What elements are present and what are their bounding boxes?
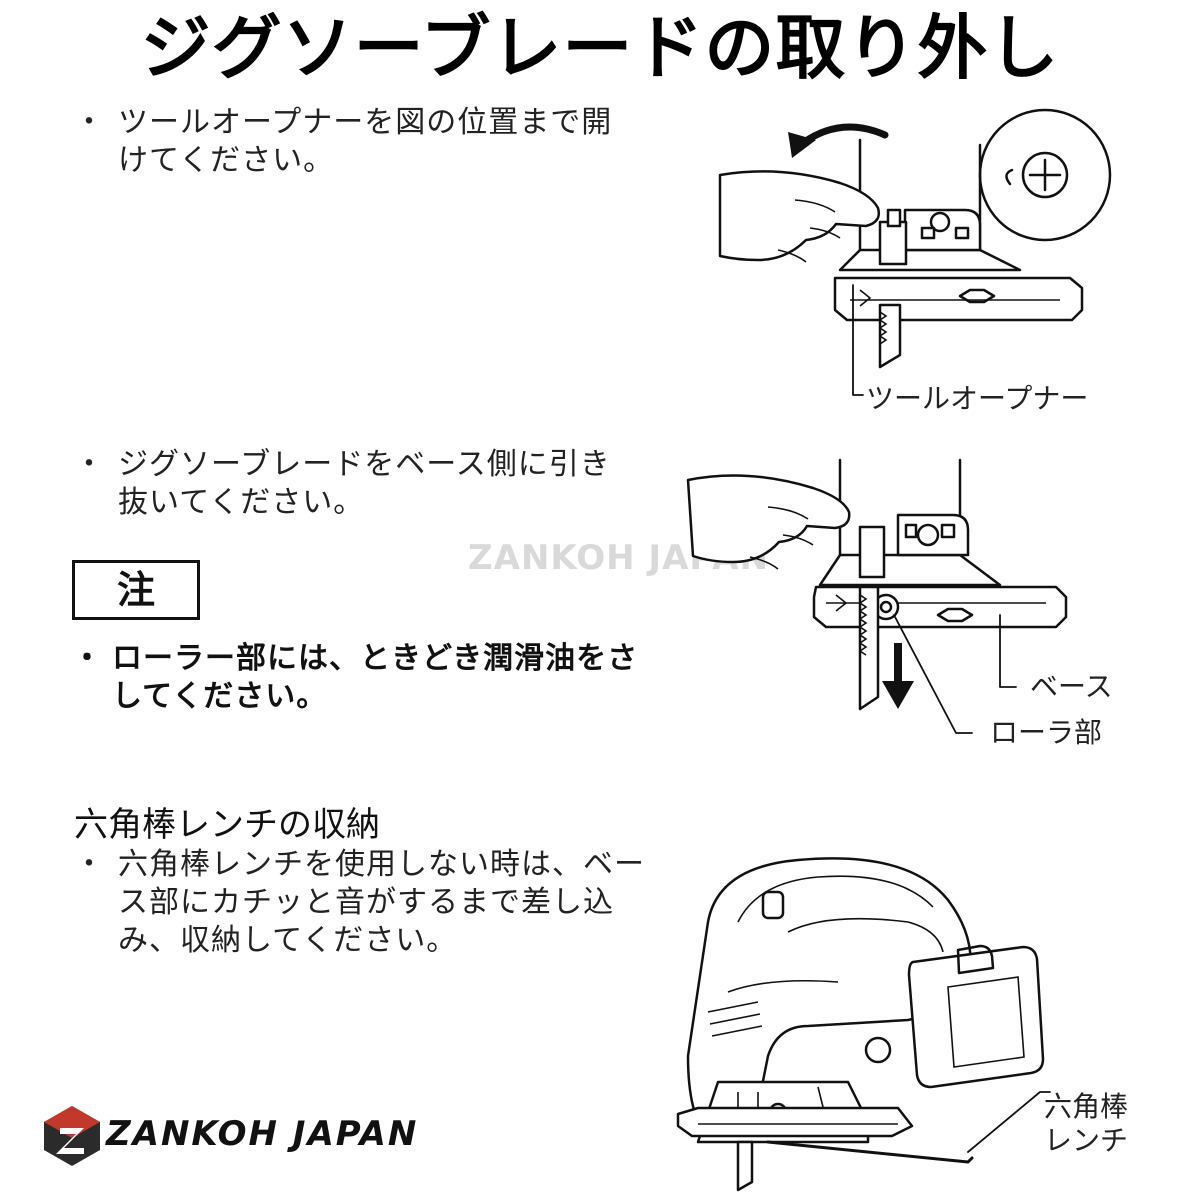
step1-line1: ツールオープナーを図の位置まで開 bbox=[118, 105, 613, 140]
note-text: ・ ローラー部には、ときどき潤滑油をさ してください。 bbox=[72, 640, 682, 716]
step1-bullet: ・ bbox=[74, 105, 105, 140]
storage-heading: 六角棒レンチの収納 bbox=[74, 805, 380, 845]
page-title: ジグソーブレードの取り外し bbox=[140, 7, 1060, 89]
figure3-label-line2: レンチ bbox=[1044, 1124, 1129, 1157]
brand-logo-icon bbox=[44, 1106, 100, 1166]
note-label-box: 注 bbox=[72, 560, 200, 620]
figure2-label-base: ベース bbox=[1030, 670, 1113, 703]
step2-text: ・ ジグソーブレードをベース側に引き 抜いてください。 bbox=[74, 446, 678, 522]
brand-logo-text: ZANKOH JAPAN bbox=[106, 1114, 419, 1154]
figure2-blade-removal-illustration bbox=[686, 458, 1068, 734]
step1-line2: けてください。 bbox=[118, 143, 335, 178]
figure3-label-line1: 六角棒 bbox=[1044, 1090, 1129, 1123]
storage-line2: ス部にカチッと音がするまで差し込 bbox=[118, 885, 614, 920]
figure1-label-tool-opener: ツールオープナー bbox=[866, 382, 1089, 415]
step1-text: ・ ツールオープナーを図の位置まで開 けてください。 bbox=[74, 104, 678, 180]
figure2-label-roller: ローラ部 bbox=[990, 716, 1103, 749]
step2-line2: 抜いてください。 bbox=[118, 485, 365, 520]
storage-line1: 六角棒レンチを使用しない時は、ベー bbox=[118, 847, 645, 882]
storage-line3: み、収納してください。 bbox=[118, 923, 458, 958]
note-line1: ローラー部には、ときどき潤滑油をさ bbox=[112, 641, 639, 676]
note-bullet: ・ bbox=[72, 641, 103, 676]
figure3-hex-wrench-storage-illustration bbox=[676, 857, 1051, 1192]
step2-bullet: ・ bbox=[74, 447, 105, 482]
storage-bullet: ・ bbox=[74, 847, 105, 882]
figure1-tool-opener-illustration bbox=[718, 108, 1112, 396]
storage-text: ・ 六角棒レンチを使用しない時は、ベー ス部にカチッと音がするまで差し込 み、収… bbox=[74, 846, 678, 960]
step2-line1: ジグソーブレードをベース側に引き bbox=[118, 447, 611, 482]
note-line2: してください。 bbox=[112, 679, 328, 714]
